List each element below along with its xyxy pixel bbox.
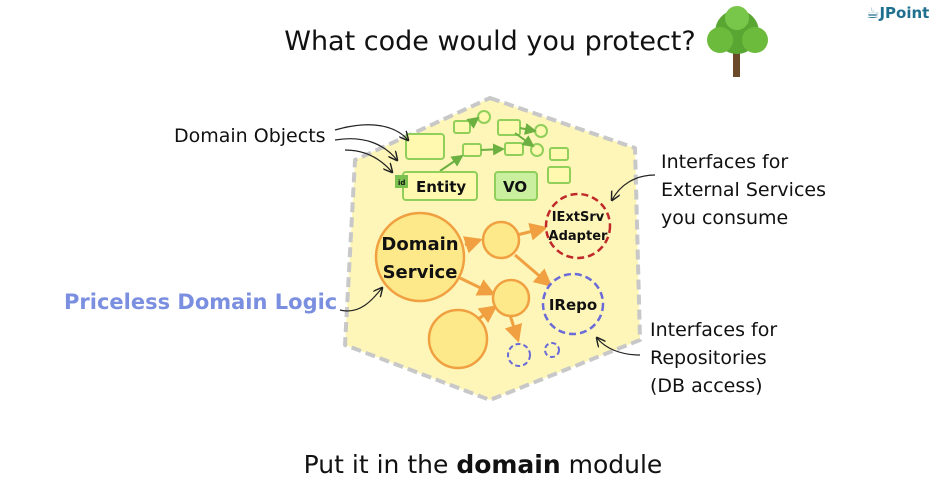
external-services-line1: Interfaces for bbox=[661, 151, 789, 173]
footer-suffix: module bbox=[560, 450, 663, 479]
repositories-label: Interfaces for Repositories (DB access) bbox=[650, 316, 777, 400]
service-brain-small-1 bbox=[481, 220, 521, 260]
ext-adapter-line1: IExtSrv bbox=[552, 210, 605, 225]
external-services-label: Interfaces for External Services you con… bbox=[661, 148, 826, 232]
repositories-line3: (DB access) bbox=[650, 375, 763, 397]
footer-prefix: Put it in the bbox=[303, 450, 457, 479]
ext-adapter-circle bbox=[544, 192, 612, 260]
repo-small-2 bbox=[544, 342, 560, 358]
domain-service-line2: Service bbox=[383, 262, 458, 283]
external-services-line3: you consume bbox=[661, 207, 789, 229]
footer-bold: domain bbox=[456, 450, 561, 479]
service-brain-small-2 bbox=[491, 278, 531, 318]
domain-objects bbox=[405, 110, 571, 184]
ext-adapter-line2: Adapter bbox=[549, 229, 608, 244]
external-services-line2: External Services bbox=[661, 179, 826, 201]
domain-service-line1: Domain bbox=[381, 234, 458, 255]
entity-label: Entity bbox=[416, 178, 466, 196]
jpoint-logo: ☕JPoint bbox=[866, 4, 930, 22]
slide-footer: Put it in the domain module bbox=[0, 450, 940, 479]
pointer-arrows bbox=[334, 124, 656, 356]
domain-service-brain bbox=[374, 211, 466, 303]
logo-text: JPoint bbox=[879, 4, 930, 22]
repo-circle bbox=[541, 272, 605, 336]
repo-label: IRepo bbox=[549, 296, 597, 314]
tree-icon bbox=[707, 6, 768, 77]
repo-small-1 bbox=[507, 343, 531, 367]
repositories-line1: Interfaces for bbox=[650, 319, 778, 341]
vo-box bbox=[494, 171, 538, 201]
priceless-domain-logic-label: Priceless Domain Logic bbox=[64, 290, 338, 314]
service-brain-large bbox=[427, 308, 489, 370]
repositories-line2: Repositories bbox=[650, 347, 767, 369]
slide-title: What code would you protect? bbox=[284, 26, 696, 57]
entity-id-badge bbox=[395, 175, 408, 188]
vo-label: VO bbox=[503, 178, 527, 196]
entity-id-text: id bbox=[398, 179, 405, 187]
domain-objects-label: Domain Objects bbox=[174, 125, 326, 147]
